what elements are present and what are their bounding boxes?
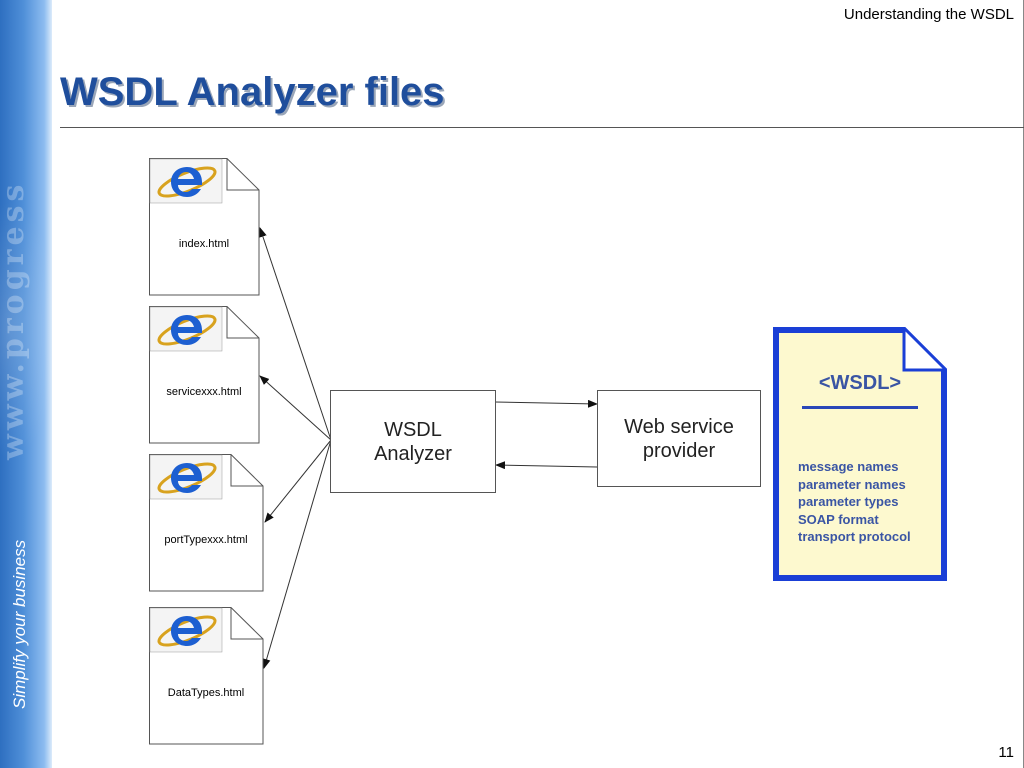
internet-explorer-icon xyxy=(157,314,217,346)
file-document: servicexxx.html xyxy=(149,306,263,444)
wsdl-item: message names xyxy=(798,459,899,474)
wsdl-items-list: message names parameter names parameter … xyxy=(798,458,911,546)
page-title: WSDL Analyzer files xyxy=(60,70,445,114)
file-name: portTypexxx.html xyxy=(164,534,248,546)
page-number: 11 xyxy=(998,744,1014,761)
file-document: index.html xyxy=(149,158,263,296)
wsdl-item: parameter types xyxy=(798,494,899,509)
wsdl-item: SOAP format xyxy=(798,511,879,527)
wsdl-document-shape xyxy=(773,327,947,581)
internet-explorer-icon xyxy=(157,615,217,647)
section-label: Understanding the WSDL xyxy=(843,6,1014,23)
file-document: portTypexxx.html xyxy=(149,454,267,592)
arrow-to-index xyxy=(259,227,332,441)
arrow-to-porttypexxx xyxy=(264,439,332,523)
file-name: DataTypes.html xyxy=(167,687,245,699)
file-name: servicexxx.html xyxy=(166,386,242,398)
wsdl-item: transport protocol xyxy=(798,529,911,544)
title-divider xyxy=(60,127,1024,128)
wsdl-heading-underline xyxy=(802,406,918,409)
file-document: DataTypes.html xyxy=(149,607,267,745)
wsdl-item: parameter names xyxy=(798,476,906,492)
wsdl-analyzer-box: WSDL Analyzer xyxy=(330,390,496,493)
wsdl-document: <WSDL> message names parameter names par… xyxy=(772,326,948,582)
web-service-provider-box: Web service provider xyxy=(597,390,761,487)
file-name: index.html xyxy=(178,238,230,250)
left-sidebar: www.progress Simplify your business xyxy=(0,0,52,768)
internet-explorer-icon xyxy=(157,462,217,494)
wsdl-heading: <WSDL> xyxy=(818,372,902,394)
internet-explorer-icon xyxy=(157,166,217,198)
arrow-to-datatypes xyxy=(262,439,332,669)
arrow-to-provider xyxy=(494,399,598,408)
arrow-to-servicexxx xyxy=(259,375,332,441)
sidebar-globe-decoration xyxy=(0,200,52,460)
arrow-to-analyzer xyxy=(495,461,598,470)
